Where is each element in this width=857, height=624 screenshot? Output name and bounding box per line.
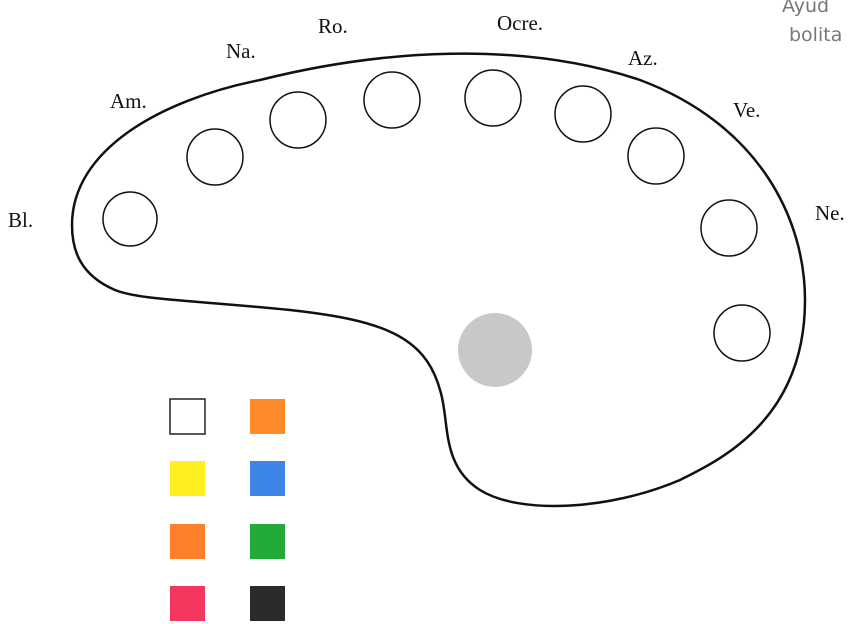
mixing-ball[interactable] [458, 313, 532, 387]
corner-text-line1: Ayud [782, 0, 829, 17]
paint-well-orange[interactable] [269, 91, 327, 149]
label-verde: Ve. [733, 98, 760, 122]
swatch-orange-2[interactable] [170, 524, 205, 559]
label-negro: Ne. [815, 201, 845, 225]
label-blanco: Bl. [8, 208, 33, 232]
swatch-white[interactable] [169, 398, 206, 435]
label-amarillo: Am. [110, 89, 147, 113]
label-ocre: Ocre. [497, 11, 543, 35]
paint-well-extra[interactable] [713, 304, 771, 362]
swatch-blue[interactable] [250, 461, 285, 496]
swatch-green[interactable] [250, 524, 285, 559]
paint-well-white[interactable] [102, 191, 158, 247]
paint-well-green[interactable] [627, 127, 685, 185]
paint-well-blue[interactable] [554, 85, 612, 143]
corner-text-line2: bolita [789, 24, 842, 46]
paint-well-yellow[interactable] [186, 128, 244, 186]
palette-outline [70, 52, 807, 508]
paint-well-red[interactable] [363, 71, 421, 129]
swatch-pink[interactable] [170, 586, 205, 621]
label-rojo: Ro. [318, 14, 348, 38]
label-azul: Az. [628, 46, 658, 70]
swatch-yellow[interactable] [170, 461, 205, 496]
paint-well-black[interactable] [700, 199, 758, 257]
label-naranja: Na. [226, 39, 256, 63]
swatch-black[interactable] [250, 586, 285, 621]
paint-well-ochre[interactable] [464, 69, 522, 127]
swatch-orange[interactable] [250, 399, 285, 434]
